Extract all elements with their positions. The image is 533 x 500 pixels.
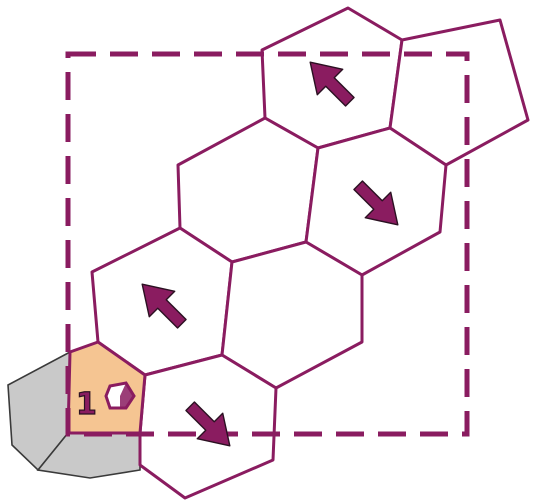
hexagon-piece-icon bbox=[106, 383, 134, 408]
start-tile-label: 1 bbox=[76, 387, 97, 422]
